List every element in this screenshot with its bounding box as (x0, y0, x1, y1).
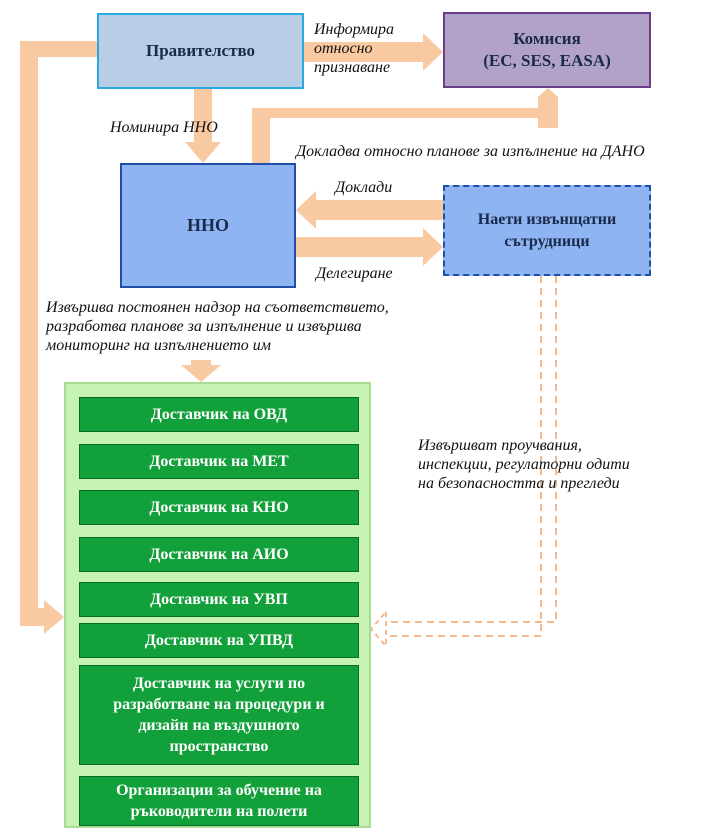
provider-atc-training: Организации за обучение на ръководители … (79, 776, 359, 826)
arrow-nominates (185, 89, 221, 163)
arrow-inspections-line-inner (386, 276, 557, 623)
provider-met: Доставчик на МЕТ (79, 444, 359, 479)
provider-ovd: Доставчик на ОВД (79, 397, 359, 432)
arrow-inspections-head (369, 609, 387, 649)
contractors-node: Наети извънщатни сътрудници (443, 185, 651, 276)
label-informs: Информира относно признаване (314, 21, 395, 76)
provider-aio: Доставчик на АИО (79, 537, 359, 572)
provider-kno: Доставчик на КНО (79, 490, 359, 525)
label-inspections: Извършват проучвания, инспекции, регулат… (418, 437, 630, 492)
arrow-informs (304, 33, 443, 71)
government-node: Правителство (97, 13, 304, 89)
label-nominates: Номинира ННО (110, 119, 218, 136)
arrow-government-providers (20, 41, 97, 634)
label-reports: Доклади (335, 179, 393, 196)
label-reports-plans: Докладва относно планове за изпълнение н… (296, 143, 645, 160)
label-delegation: Делегиране (316, 265, 393, 282)
arrow-reports (296, 191, 443, 229)
arrow-oversight (181, 360, 221, 382)
provider-airspace-design: Доставчик на услуги по разработване на п… (79, 665, 359, 765)
arrow-inspections-line (386, 276, 542, 637)
provider-uvp: Доставчик на УВП (79, 582, 359, 617)
provider-upvd: Доставчик на УПВД (79, 623, 359, 658)
label-oversight: Извършва постоянен надзор на съответстви… (46, 299, 389, 354)
arrow-delegation (296, 228, 443, 266)
commission-node: Комисия (ЕС, SES, EASA) (443, 12, 651, 88)
nno-node: ННО (120, 163, 296, 288)
